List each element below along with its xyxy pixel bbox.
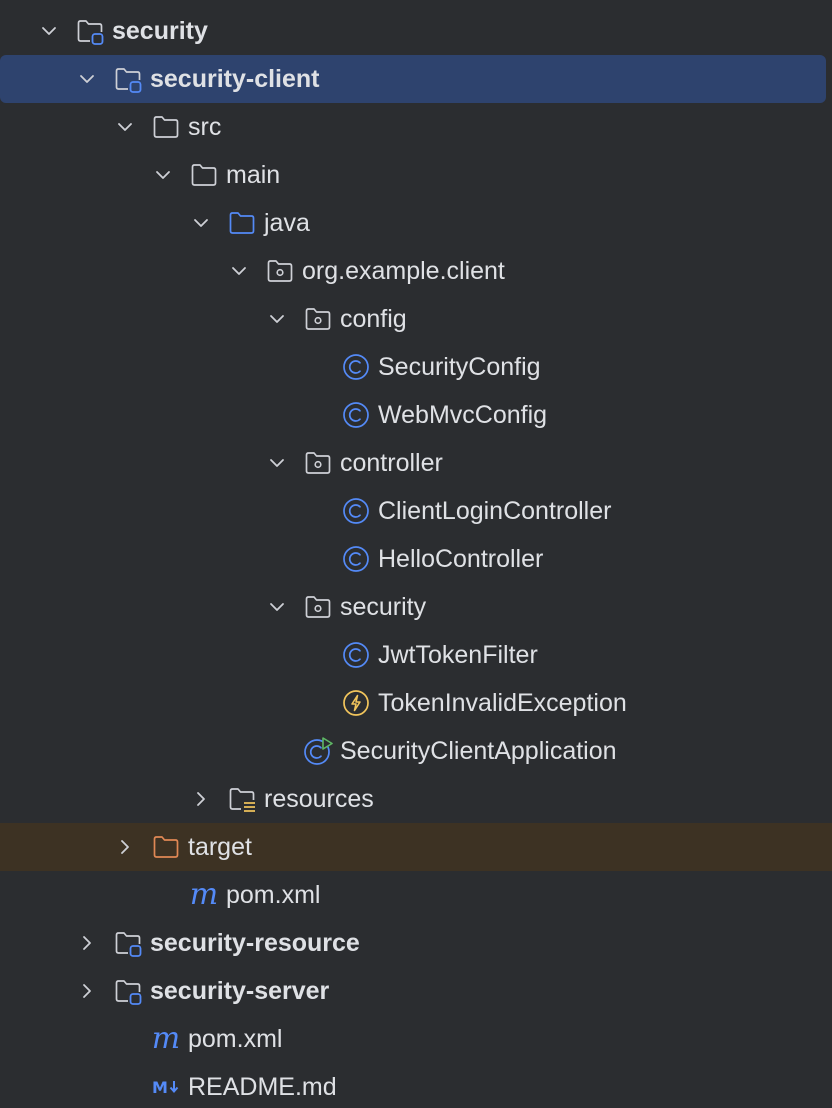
- tree-row[interactable]: config: [0, 295, 832, 343]
- tree-item-label: target: [188, 833, 252, 861]
- chevron-down-icon[interactable]: [114, 116, 136, 138]
- excluded-folder-icon: [151, 832, 181, 862]
- tree-row[interactable]: HelloController: [0, 535, 832, 583]
- chevron-down-icon[interactable]: [152, 164, 174, 186]
- resources-folder-icon: [227, 784, 257, 814]
- spring-boot-class-icon: [303, 736, 333, 766]
- tree-row[interactable]: SecurityConfig: [0, 343, 832, 391]
- tree-item-label: main: [226, 161, 281, 189]
- class-icon: [341, 352, 371, 382]
- chevron-down-icon[interactable]: [76, 68, 98, 90]
- chevron-right-icon[interactable]: [76, 980, 98, 1002]
- tree-row[interactable]: main: [0, 151, 832, 199]
- tree-row[interactable]: java: [0, 199, 832, 247]
- tree-item-label: security-server: [150, 977, 330, 1005]
- tree-row[interactable]: security: [0, 583, 832, 631]
- tree-row[interactable]: m pom.xml: [0, 1015, 832, 1063]
- tree-row[interactable]: SecurityClientApplication: [0, 727, 832, 775]
- class-icon: [341, 496, 371, 526]
- maven-icon: m: [189, 880, 219, 910]
- tree-item-label: TokenInvalidException: [378, 689, 627, 717]
- markdown-icon: M: [151, 1072, 181, 1102]
- class-icon: [341, 640, 371, 670]
- svg-text:m: m: [152, 1024, 180, 1054]
- chevron-down-icon[interactable]: [190, 212, 212, 234]
- chevron-down-icon[interactable]: [38, 20, 60, 42]
- tree-row[interactable]: security: [0, 7, 832, 55]
- class-icon: [341, 544, 371, 574]
- module-folder-icon: [113, 928, 143, 958]
- tree-row[interactable]: security-client: [0, 55, 826, 103]
- tree-item-label: WebMvcConfig: [378, 401, 548, 429]
- package-icon: [303, 304, 333, 334]
- tree-row[interactable]: JwtTokenFilter: [0, 631, 832, 679]
- tree-row[interactable]: WebMvcConfig: [0, 391, 832, 439]
- tree-item-label: security-client: [150, 65, 320, 93]
- maven-icon: m: [151, 1024, 181, 1054]
- svg-text:m: m: [190, 880, 218, 910]
- tree-item-label: README.md: [188, 1073, 337, 1101]
- tree-item-label: security-resource: [150, 929, 360, 957]
- tree-item-label: JwtTokenFilter: [378, 641, 538, 669]
- tree-row[interactable]: controller: [0, 439, 832, 487]
- tree-item-label: pom.xml: [226, 881, 321, 909]
- tree-item-label: config: [340, 305, 407, 333]
- tree-item-label: SecurityClientApplication: [340, 737, 617, 765]
- package-icon: [303, 592, 333, 622]
- chevron-down-icon[interactable]: [266, 308, 288, 330]
- tree-item-label: resources: [264, 785, 374, 813]
- tree-item-label: java: [264, 209, 310, 237]
- tree-item-label: ClientLoginController: [378, 497, 612, 525]
- module-folder-icon: [75, 16, 105, 46]
- tree-item-label: pom.xml: [188, 1025, 283, 1053]
- chevron-right-icon[interactable]: [190, 788, 212, 810]
- folder-icon: [151, 112, 181, 142]
- exception-class-icon: [341, 688, 371, 718]
- folder-icon: [189, 160, 219, 190]
- module-folder-icon: [113, 64, 143, 94]
- class-icon: [341, 400, 371, 430]
- tree-row[interactable]: org.example.client: [0, 247, 832, 295]
- tree-row[interactable]: security-resource: [0, 919, 832, 967]
- tree-row[interactable]: m pom.xml: [0, 871, 832, 919]
- package-icon: [303, 448, 333, 478]
- chevron-down-icon[interactable]: [266, 452, 288, 474]
- module-folder-icon: [113, 976, 143, 1006]
- svg-text:M: M: [152, 1078, 168, 1097]
- tree-row[interactable]: M README.md: [0, 1063, 832, 1108]
- tree-item-label: org.example.client: [302, 257, 505, 285]
- source-root-folder-icon: [227, 208, 257, 238]
- tree-row[interactable]: security-server: [0, 967, 832, 1015]
- tree-row[interactable]: resources: [0, 775, 832, 823]
- tree-row[interactable]: TokenInvalidException: [0, 679, 832, 727]
- chevron-right-icon[interactable]: [76, 932, 98, 954]
- chevron-down-icon[interactable]: [266, 596, 288, 618]
- tree-item-label: src: [188, 113, 222, 141]
- tree-row[interactable]: src: [0, 103, 832, 151]
- package-icon: [265, 256, 295, 286]
- tree-item-label: security: [112, 17, 208, 45]
- tree-item-label: controller: [340, 449, 443, 477]
- tree-item-label: HelloController: [378, 545, 544, 573]
- tree-item-label: SecurityConfig: [378, 353, 541, 381]
- tree-item-label: security: [340, 593, 427, 621]
- tree-row[interactable]: target: [0, 823, 832, 871]
- tree-row[interactable]: ClientLoginController: [0, 487, 832, 535]
- chevron-right-icon[interactable]: [114, 836, 136, 858]
- chevron-down-icon[interactable]: [228, 260, 250, 282]
